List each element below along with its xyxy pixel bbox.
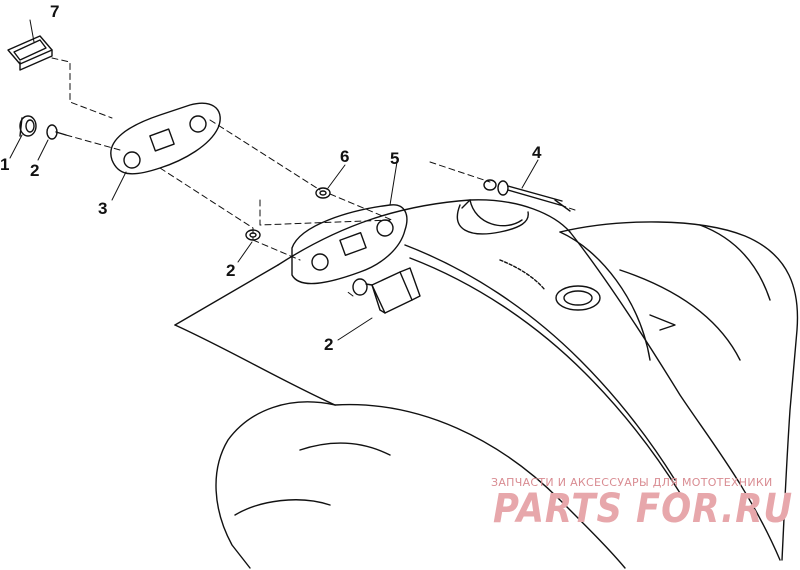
- callout-4: 4: [532, 143, 542, 162]
- callout-7: 7: [50, 2, 59, 21]
- gasket-plate: [110, 102, 221, 175]
- washer-nut: [315, 187, 331, 199]
- callout-2-lamp: 2: [324, 335, 333, 354]
- callout-5: 5: [390, 149, 399, 168]
- lamp-socket: [19, 115, 37, 137]
- leader-lines: [9, 19, 539, 341]
- watermark-logo: PARTS FOR.RU: [493, 486, 793, 532]
- callout-3: 3: [98, 199, 107, 218]
- bulb: [46, 124, 67, 140]
- callout-6: 6: [340, 147, 349, 166]
- assembly-lines: [51, 57, 576, 297]
- front-fender: [174, 199, 781, 569]
- license-plate-mount: [291, 204, 408, 285]
- watermark-tagline: ЗАПЧАСТИ И АКСЕССУАРЫ ДЛЯ МОТОТЕХНИКИ: [491, 476, 773, 489]
- light-lens: [7, 35, 53, 71]
- lamp-unit: [352, 267, 421, 314]
- callout-1: 1: [0, 155, 9, 174]
- callout-2-bulb: 2: [30, 161, 39, 180]
- callout-2-washer: 2: [226, 261, 235, 280]
